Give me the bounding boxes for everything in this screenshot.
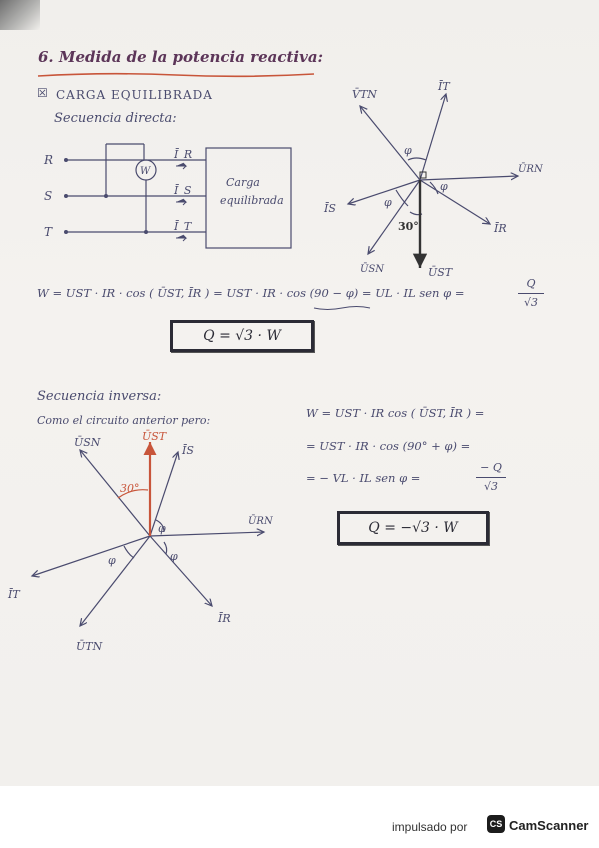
section2-eq-line3: = − VL · IL sen φ = bbox=[306, 471, 421, 485]
scanned-page: 6. Medida de la potencia reactiva: ☒ CAR… bbox=[0, 0, 599, 786]
phase-r-label: R bbox=[43, 153, 53, 167]
load-label-1: Carga bbox=[226, 176, 260, 189]
section1-label: CARGA EQUILIBRADA bbox=[56, 88, 213, 102]
phasor2-vrn-label: ŪRN bbox=[248, 515, 274, 527]
phasor2-phi-label-3: φ bbox=[108, 554, 116, 567]
phasor1-vsn-label: ŪSN bbox=[360, 263, 385, 275]
section2-result-text: Q = −√3 · W bbox=[368, 520, 458, 536]
phasor2-phi-label: φ bbox=[158, 522, 166, 535]
equation-underline bbox=[313, 306, 371, 310]
section1-fraction-bar bbox=[518, 293, 544, 294]
section2-eq-line2: = UST · IR · cos (90° + φ) = bbox=[306, 439, 471, 453]
phasor2-vsn-label: ŪSN bbox=[74, 436, 101, 449]
phasor2-phi-label-2: φ bbox=[170, 550, 178, 563]
phasor1-angle-label: 30° bbox=[398, 220, 419, 233]
current-t-label: Ī_T bbox=[173, 220, 193, 233]
current-s-label: Ī_S bbox=[173, 184, 192, 197]
phasor1-vst-label: ŪST bbox=[428, 266, 454, 279]
phasor1-phi-label-2: φ bbox=[440, 180, 448, 193]
phasor1-phi-label-3: φ bbox=[384, 196, 392, 209]
phasor1-ir-label: ĪR bbox=[493, 222, 507, 235]
section2-fraction-numerator: − Q bbox=[480, 461, 502, 474]
footer-label: impulsado por bbox=[392, 820, 468, 834]
phasor1-it-label: ĪT bbox=[437, 80, 451, 93]
section2-result-box: Q = −√3 · W bbox=[337, 511, 489, 545]
checkbox-icon: ☒ bbox=[37, 86, 48, 100]
phasor1-vrn-label: ŪRN bbox=[518, 163, 544, 175]
phasor1-vtn-label: V̄TN bbox=[352, 88, 377, 101]
phasor1-phi-label: φ bbox=[404, 144, 412, 157]
section2-note: Como el circuito anterior pero: bbox=[37, 414, 211, 427]
page-heading: 6. Medida de la potencia reactiva: bbox=[38, 48, 324, 66]
page-corner-shadow bbox=[0, 0, 40, 30]
phasor2-is-label: ĪS bbox=[181, 444, 194, 457]
section2-fraction-bar bbox=[476, 477, 506, 478]
wattmeter-circuit: R S T W Ī_R Ī_S Ī_T Carga equilibrada bbox=[43, 143, 292, 249]
phasor2-it-label: ĪT bbox=[7, 588, 21, 601]
phasor1-is-label: ĪS bbox=[323, 202, 336, 215]
phasor2-vst-label: ŪST bbox=[142, 430, 168, 443]
current-r-label: Ī_R bbox=[173, 148, 192, 161]
phasor-diagram-inverse: 30° ŪSN ŪST ĪS ŪRN ĪT ĪR ŪTN φ φ φ bbox=[7, 430, 274, 653]
section2-subtitle: Secuencia inversa: bbox=[37, 389, 162, 404]
camscanner-brand: CamScanner bbox=[509, 818, 589, 833]
section1-fraction-denominator: √3 bbox=[523, 296, 538, 309]
section1-equation: W = UST · IR · cos ( ŪST, ĪR ) = UST · I… bbox=[37, 286, 465, 300]
section1-subtitle: Secuencia directa: bbox=[54, 111, 177, 126]
wattmeter-label: W bbox=[140, 166, 151, 177]
phase-s-label: S bbox=[44, 189, 52, 203]
phase-t-label: T bbox=[44, 225, 53, 239]
section1-fraction-numerator: Q bbox=[526, 277, 536, 290]
section2-fraction-denominator: √3 bbox=[483, 480, 498, 493]
phasor2-ir-label: ĪR bbox=[217, 612, 231, 625]
phasor2-angle-label: 30° bbox=[120, 482, 140, 495]
section2-eq-line1: W = UST · IR cos ( ŪST, ĪR ) = bbox=[306, 406, 485, 420]
phasor-diagram-direct: V̄TN ĪT ŪRN ĪS ĪR ŪSN ŪST φ φ φ 30° bbox=[323, 80, 544, 279]
load-label-2: equilibrada bbox=[220, 194, 284, 207]
section1-result-box: Q = √3 · W bbox=[170, 320, 314, 352]
heading-underline bbox=[37, 72, 315, 78]
section1-result-text: Q = √3 · W bbox=[203, 328, 281, 344]
camscanner-logo-icon: CS bbox=[487, 815, 505, 833]
phasor2-vtn-label: ŪTN bbox=[76, 640, 103, 653]
